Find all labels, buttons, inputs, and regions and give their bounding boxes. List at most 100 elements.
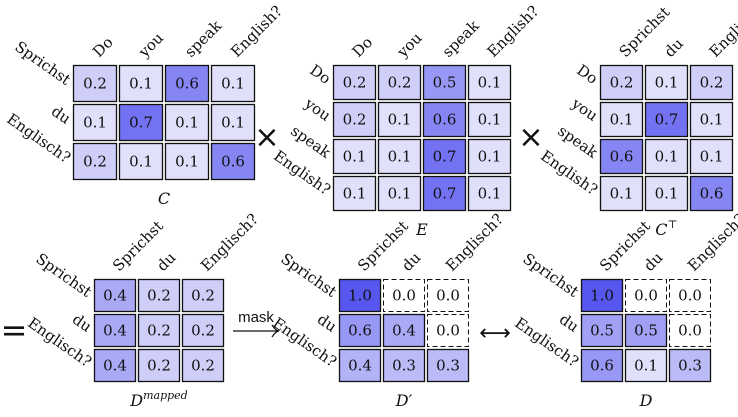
matrix-cell bbox=[624, 313, 668, 348]
column-label: speak bbox=[181, 16, 226, 61]
matrix-cell bbox=[580, 278, 624, 313]
cell-value: 0.0 bbox=[678, 322, 702, 340]
row-label: you bbox=[568, 94, 602, 125]
cell-value: 0.2 bbox=[147, 322, 171, 340]
cell-value: 0.6 bbox=[590, 357, 614, 375]
cell-value: 0.2 bbox=[191, 322, 215, 340]
cell-value: 0.2 bbox=[147, 287, 171, 305]
column-label: Englisch? bbox=[442, 210, 507, 275]
cell-value: 0.6 bbox=[348, 322, 372, 340]
caption-main: C bbox=[158, 189, 170, 208]
matrix-cell bbox=[164, 64, 210, 103]
matrix-cell bbox=[689, 64, 734, 101]
mask-label: mask bbox=[238, 309, 274, 326]
matrix-cell bbox=[668, 348, 712, 383]
caption-main: D bbox=[129, 391, 143, 410]
matrix-cell bbox=[210, 103, 256, 142]
cell-value: 0.5 bbox=[590, 322, 614, 340]
matrix-cell bbox=[338, 313, 382, 348]
matrix-cell bbox=[382, 348, 426, 383]
matrix-cell bbox=[467, 64, 512, 101]
column-label: you bbox=[393, 29, 426, 62]
column-label: du bbox=[661, 34, 688, 61]
matrix-cell bbox=[137, 348, 181, 383]
cell-value: 1.0 bbox=[348, 287, 372, 305]
cell-value: 0.1 bbox=[655, 185, 679, 203]
cell-value: 0.1 bbox=[343, 185, 367, 203]
masked-cell bbox=[427, 279, 469, 312]
cell-value: 0.2 bbox=[83, 153, 107, 171]
cell-value: 0.4 bbox=[103, 322, 127, 340]
column-label: du bbox=[640, 248, 667, 275]
cell-value: 0.5 bbox=[433, 74, 457, 92]
multiply-operator-2: × bbox=[518, 120, 543, 155]
masked-cell bbox=[625, 279, 667, 312]
column-label: Englisch? bbox=[706, 0, 738, 61]
matrix-cell bbox=[644, 64, 689, 101]
cell-value: 0.1 bbox=[478, 185, 502, 203]
matrix-cell bbox=[599, 138, 644, 175]
column-label: Englisch? bbox=[197, 210, 262, 275]
cell-value: 0.2 bbox=[343, 111, 367, 129]
cell-value: 0.1 bbox=[221, 114, 245, 132]
cell-value: 0.2 bbox=[191, 357, 215, 375]
cell-value: 0.0 bbox=[436, 322, 460, 340]
matrix-cell bbox=[93, 313, 137, 348]
cell-value: 0.1 bbox=[700, 148, 724, 166]
masked-cell bbox=[669, 279, 711, 312]
matrix-cell bbox=[599, 175, 644, 212]
cell-value: 0.0 bbox=[678, 287, 702, 305]
matrix-caption: Dmapped bbox=[129, 389, 187, 410]
matrix-cell bbox=[210, 64, 256, 103]
cell-value: 0.1 bbox=[655, 148, 679, 166]
cell-value: 0.1 bbox=[175, 114, 199, 132]
matrix-cell bbox=[377, 138, 422, 175]
cell-value: 0.4 bbox=[348, 357, 372, 375]
mask-arrow bbox=[233, 324, 280, 338]
matrix-cell bbox=[72, 142, 118, 181]
matrix-cell bbox=[118, 103, 164, 142]
cell-value: 0.2 bbox=[147, 357, 171, 375]
matrix-cell bbox=[93, 348, 137, 383]
column-label: English? bbox=[227, 2, 286, 61]
cell-value: 0.1 bbox=[129, 153, 153, 171]
matrix-cell bbox=[644, 138, 689, 175]
caption-main: D′ bbox=[395, 391, 413, 410]
matrix-cell bbox=[72, 103, 118, 142]
cell-value: 0.4 bbox=[103, 287, 127, 305]
cell-value: 0.1 bbox=[388, 111, 412, 129]
matrix-cell bbox=[422, 175, 467, 212]
matrix-cell bbox=[599, 64, 644, 101]
matrix-cell bbox=[580, 313, 624, 348]
cell-value: 0.2 bbox=[700, 74, 724, 92]
matrix-cell bbox=[164, 142, 210, 181]
cell-value: 0.2 bbox=[610, 74, 634, 92]
matrix-caption: D bbox=[639, 391, 653, 410]
multiply-operator-1: × bbox=[254, 120, 279, 155]
cell-value: 1.0 bbox=[590, 287, 614, 305]
matrix-cell bbox=[624, 348, 668, 383]
matrix-cell bbox=[467, 175, 512, 212]
matrix-cell bbox=[332, 101, 377, 138]
row-label: Sprichst bbox=[33, 250, 95, 301]
cell-value: 0.2 bbox=[388, 74, 412, 92]
matrix-caption: C⊤ bbox=[655, 218, 678, 239]
row-label: du bbox=[69, 310, 95, 336]
matrix-cell bbox=[338, 348, 382, 383]
matrix-cell bbox=[137, 313, 181, 348]
matrix-cell bbox=[72, 64, 118, 103]
matrix-cell bbox=[118, 64, 164, 103]
cell-value: 0.7 bbox=[433, 185, 457, 203]
matrix-caption: E bbox=[415, 220, 428, 239]
equals-operator: = bbox=[1, 311, 28, 349]
cell-value: 0.5 bbox=[634, 322, 658, 340]
cell-value: 0.1 bbox=[83, 114, 107, 132]
matrix-cell bbox=[377, 175, 422, 212]
column-label: speak bbox=[439, 16, 484, 61]
cell-value: 0.1 bbox=[129, 75, 153, 93]
cell-value: 0.1 bbox=[175, 153, 199, 171]
